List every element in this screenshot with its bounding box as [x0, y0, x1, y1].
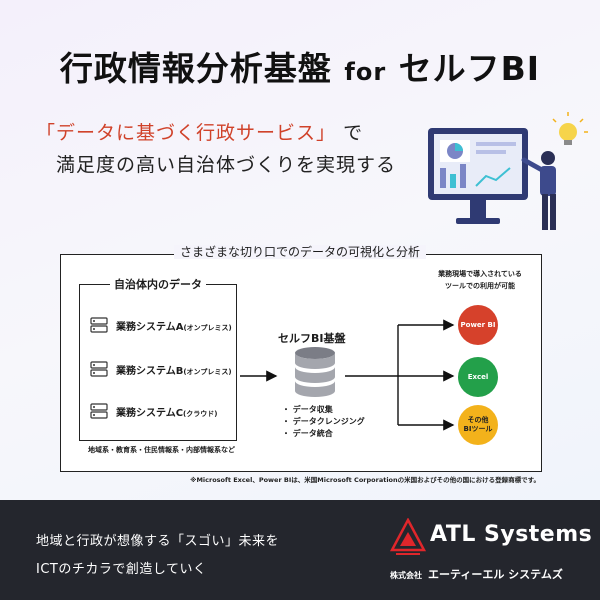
headline-accent: 「データに基づく行政サービス」	[36, 122, 337, 144]
title-main: 行政情報分析基盤	[59, 49, 332, 88]
title-for: for	[344, 58, 387, 86]
trademark-note: ※Microsoft Excel、Power BIは、米国Microsoft C…	[190, 476, 540, 484]
analysis-label-text: さまざまな切り口でのデータの可視化と分析	[173, 245, 426, 259]
excel-badge: Excel	[458, 357, 498, 397]
subline: 満足度の高い自治体づくりを実現する	[56, 154, 397, 176]
system-b-sub: (オンプレミス)	[183, 367, 232, 376]
analysis-label: さまざまな切り口でのデータの可視化と分析	[0, 243, 600, 260]
system-a-name: 業務システムA	[116, 321, 184, 333]
brand-name: ATL Systems	[430, 522, 593, 547]
system-a: 業務システムA(オンプレミス)	[90, 316, 232, 334]
tools-note-line2: ツールでの利用が可能	[445, 282, 515, 290]
system-c-name: 業務システムC	[116, 407, 184, 419]
platform-title: セルフBI基盤	[278, 332, 346, 345]
system-b: 業務システムB(オンプレミス)	[90, 360, 232, 378]
tagline-1: 地域と行政が想像する「スゴい」未来を	[36, 534, 280, 549]
atl-logo-icon	[390, 518, 426, 555]
system-b-name: 業務システムB	[116, 365, 184, 377]
server-icon	[90, 317, 108, 333]
corp-prefix: 株式会社	[390, 571, 422, 580]
headline-tail: で	[343, 122, 364, 144]
corp-kana: エーティーエル システムズ	[428, 568, 563, 581]
data-sources-label: 自治体内のデータ	[110, 276, 206, 292]
tagline-2: ICTのチカラで創造していく	[36, 562, 207, 577]
feature-integration: ・ データ統合	[282, 429, 333, 438]
system-a-sub: (オンプレミス)	[183, 323, 232, 332]
system-c: 業務システムC(クラウド)	[90, 402, 217, 420]
brand-kana: 株式会社エーティーエル システムズ	[390, 566, 563, 582]
system-c-sub: (クラウド)	[183, 409, 218, 418]
platform-features: ・ データ収集 ・ データクレンジング ・ データ統合	[282, 404, 365, 440]
footer: 地域と行政が想像する「スゴい」未来を ICTのチカラで創造していく ATL Sy…	[0, 500, 600, 600]
server-icon	[90, 403, 108, 419]
headline: 「データに基づく行政サービス」 で	[36, 118, 363, 145]
feature-collect: ・ データ収集	[282, 405, 333, 414]
tools-note: 業務現場で導入されている ツールでの利用が可能	[425, 268, 535, 292]
other-bi-label-1: その他	[467, 416, 489, 424]
title-suffix: セルフBI	[398, 49, 541, 88]
excel-label: Excel	[467, 372, 489, 381]
database-icon	[295, 347, 335, 397]
other-bi-label-2: BIツール	[463, 425, 493, 433]
power-bi-badge: Power BI	[458, 305, 498, 345]
power-bi-label: Power BI	[460, 320, 496, 329]
data-categories: 地域系・教育系・住民情報系・内部情報系など	[88, 446, 235, 454]
tools-note-line1: 業務現場で導入されている	[438, 270, 522, 278]
page-title: 行政情報分析基盤 for セルフBI	[0, 42, 600, 90]
analyst-illustration	[428, 112, 588, 230]
server-icon	[90, 361, 108, 377]
feature-cleansing: ・ データクレンジング	[282, 417, 365, 426]
